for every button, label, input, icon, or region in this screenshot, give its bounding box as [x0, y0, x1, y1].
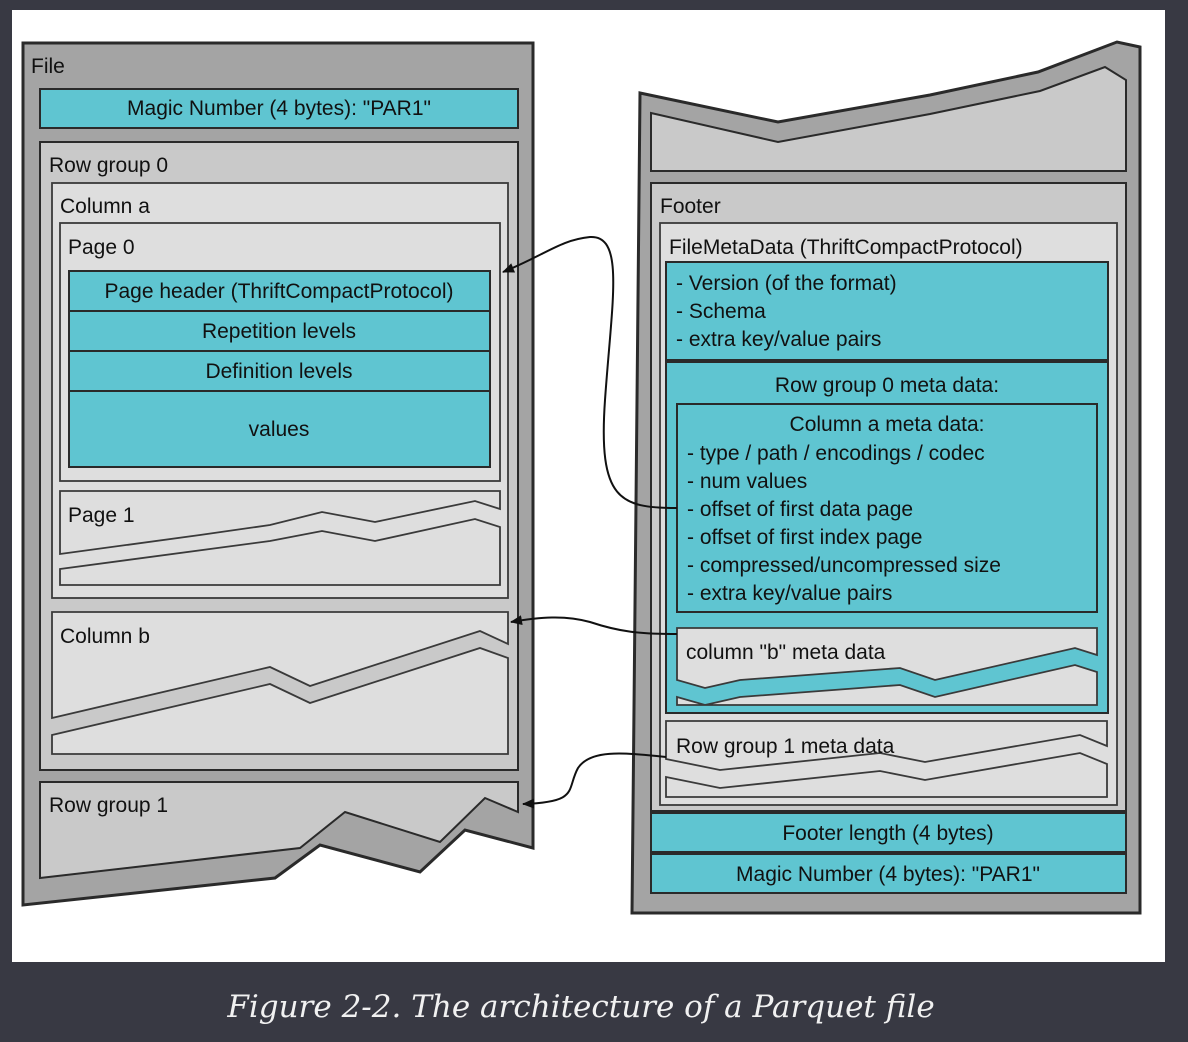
column-b-meta-top — [676, 627, 1098, 689]
file-end-torn-block — [650, 65, 1127, 172]
filemetadata-info-box — [665, 261, 1109, 361]
column-a-meta-line-extra: - extra key/value pairs — [687, 582, 892, 605]
footer-title: Footer — [660, 195, 721, 218]
column-a-meta-line-type: - type / path / encodings / codec — [687, 442, 985, 465]
filemetadata-title: FileMetaData (ThriftCompactProtocol) — [669, 236, 1023, 259]
column-b-top — [51, 611, 509, 720]
column-b-bottom — [51, 647, 509, 755]
footer-magic-number: Magic Number (4 bytes): "PAR1" — [736, 863, 1040, 886]
file-magic-box — [39, 88, 519, 129]
column-a-meta-line-num-values: - num values — [687, 470, 807, 493]
row-group-1-title: Row group 1 — [49, 794, 168, 817]
column-a-meta-line-data-page: - offset of first data page — [687, 498, 913, 521]
filemeta-line-version: - Version (of the format) — [676, 272, 897, 295]
definition-levels-label: Definition levels — [205, 360, 352, 383]
repetition-levels-label: Repetition levels — [202, 320, 356, 343]
file-magic-number: Magic Number (4 bytes): "PAR1" — [127, 97, 431, 120]
column-a-meta-title: Column a meta data: — [790, 413, 985, 436]
row-group-1-meta-bottom — [665, 752, 1108, 798]
values-box — [68, 390, 491, 468]
repetition-levels-box — [68, 310, 491, 352]
file-block: File Magic Number (4 bytes): "PAR1" Row … — [21, 41, 535, 907]
column-a-meta-box — [676, 403, 1098, 613]
page-header-label: Page header (ThriftCompactProtocol) — [105, 280, 454, 303]
page-0-title: Page 0 — [68, 236, 135, 259]
page-1-bottom — [59, 518, 501, 586]
footer-length-box — [650, 812, 1127, 853]
row-group-0-title: Row group 0 — [49, 154, 168, 177]
column-a-meta-line-size: - compressed/uncompressed size — [687, 554, 1001, 577]
footer-block: Footer FileMetaData (ThriftCompactProtoc… — [630, 40, 1142, 915]
column-b-title: Column b — [60, 625, 150, 648]
figure-caption: Figure 2-2. The architecture of a Parque… — [226, 989, 934, 1025]
row-group-0-meta-title: Row group 0 meta data: — [775, 374, 999, 397]
arrow-page-0 — [502, 235, 678, 509]
row-group-1-meta-top — [665, 720, 1108, 771]
file-title: File — [31, 55, 65, 78]
column-b-meta-bottom — [676, 664, 1098, 706]
column-a-meta-line-index-page: - offset of first index page — [687, 526, 922, 549]
filemeta-line-schema: - Schema — [676, 300, 766, 323]
footer-length-label: Footer length (4 bytes) — [782, 822, 993, 845]
values-label: values — [249, 418, 310, 441]
footer-magic-box — [650, 853, 1127, 894]
column-a-title: Column a — [60, 195, 150, 218]
page-1-top — [59, 490, 501, 556]
arrow-column-b — [510, 615, 678, 635]
column-b-meta-label: column "b" meta data — [686, 641, 886, 664]
row-group-1-meta-label: Row group 1 meta data — [676, 735, 895, 758]
page-1-title: Page 1 — [68, 504, 135, 527]
arrow-row-group-1 — [522, 752, 667, 809]
row-group-1-box — [39, 781, 519, 880]
filemeta-line-extra: - extra key/value pairs — [676, 328, 881, 351]
